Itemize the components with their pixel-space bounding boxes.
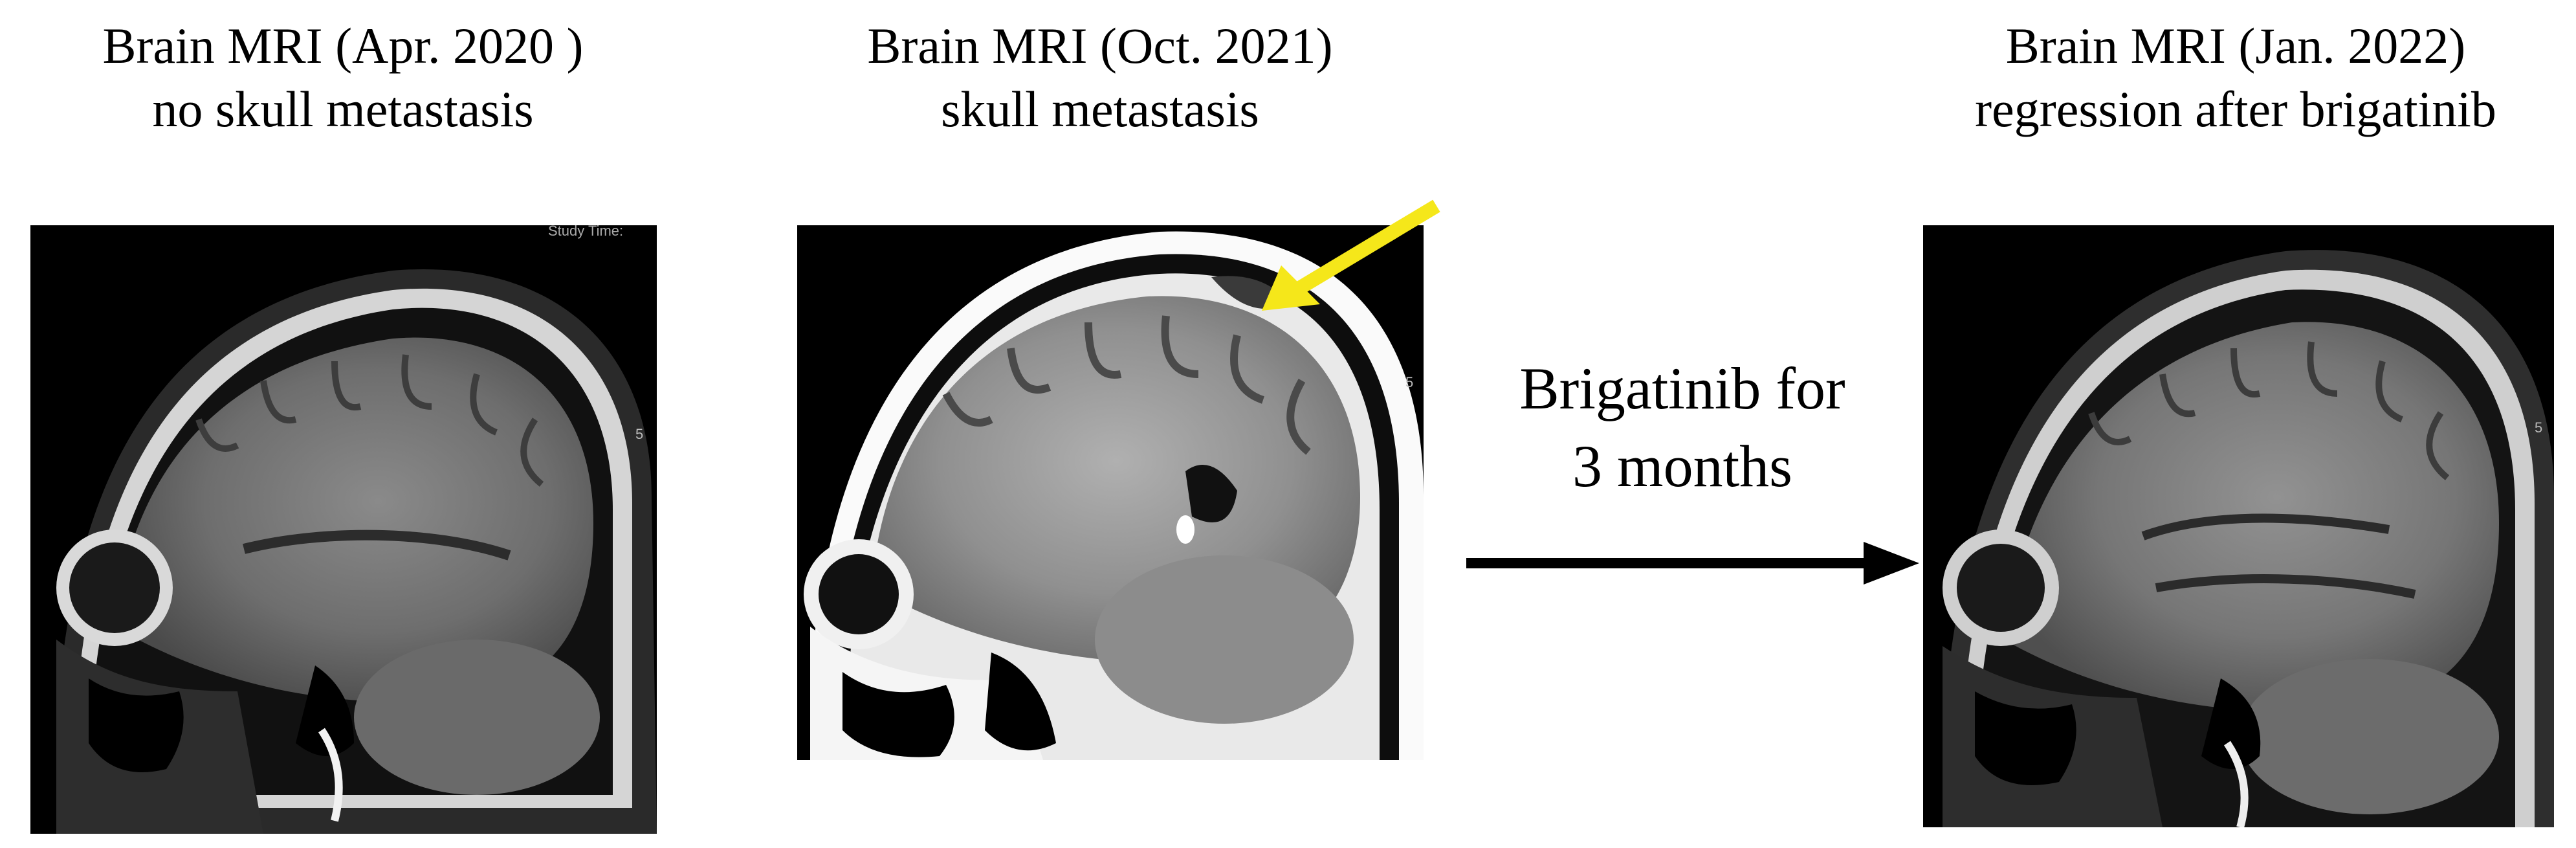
panel-2-caption: Brain MRI (Oct. 2021) skull metastasis [776,14,1424,141]
panel-3-caption: Brain MRI (Jan. 2022) regression after b… [1902,14,2569,141]
panel-1-subtitle: no skull metastasis [152,81,534,137]
mri-image-jan-2022-drawing: 5 [1923,225,2554,827]
panel-3-subtitle: regression after brigatinib [1975,81,2496,137]
metastasis-indicator-arrow [1262,199,1440,311]
panel-1-title: Brain MRI (Apr. 2020 ) [102,17,584,74]
panel-2-subtitle: skull metastasis [941,81,1259,137]
treatment-line-1: Brigatinib for [1519,355,1845,421]
panel-1-side-marker: 5 [635,426,643,442]
mri-image-jan-2022: 5 [1923,225,2554,827]
mri-image-oct-2021-drawing: 5 [797,225,1424,760]
mri-image-oct-2021: 5 [797,225,1424,760]
panel-2-side-marker: 5 [1405,374,1413,390]
treatment-line-2: 3 months [1572,433,1792,499]
panel-3-title: Brain MRI (Jan. 2022) [2005,17,2466,74]
treatment-label: Brigatinib for 3 months [1469,350,1896,505]
panel-1-overlay-text: Study Time: [548,225,623,239]
panel-3-side-marker: 5 [2535,419,2542,436]
mri-image-apr-2020: Study Time: 5 [30,225,657,834]
progression-arrow [1466,542,1919,585]
panel-1-caption: Brain MRI (Apr. 2020 ) no skull metastas… [26,14,660,141]
mri-image-apr-2020-drawing: Study Time: 5 [30,225,657,834]
panel-2-title: Brain MRI (Oct. 2021) [867,17,1333,74]
